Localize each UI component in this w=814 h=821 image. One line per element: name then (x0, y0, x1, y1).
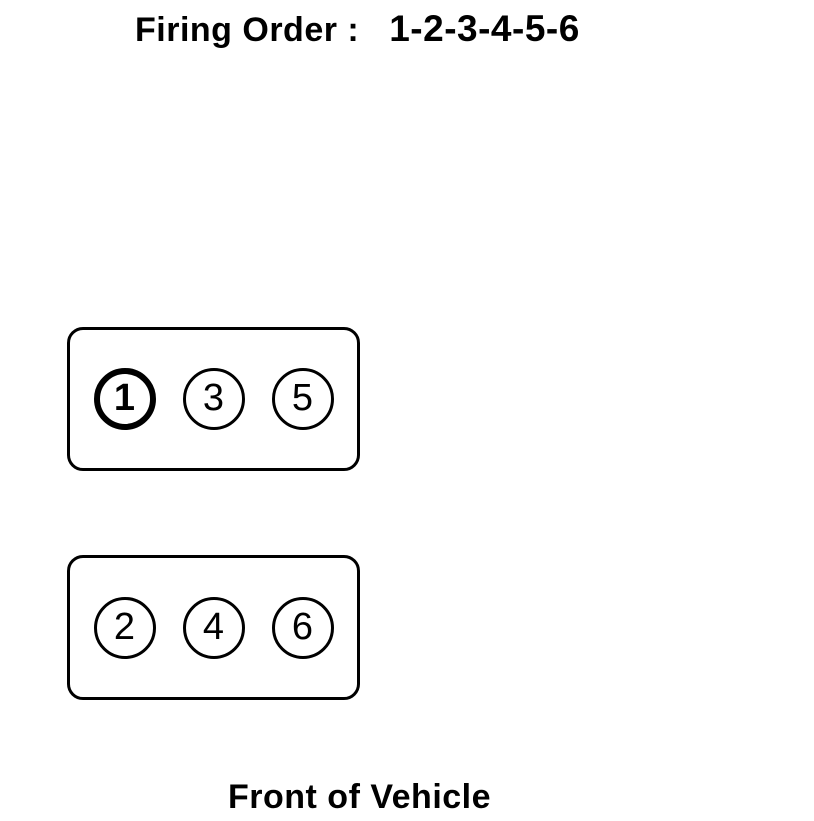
cylinder-1: 1 (93, 368, 156, 430)
cylinder-bank-odd: 1 3 5 (67, 327, 360, 471)
cylinder-bank-even: 2 4 6 (67, 555, 360, 700)
cylinder-4: 4 (182, 596, 245, 659)
cylinder-2-number: 2 (113, 605, 136, 648)
page-title: Firing Order : 1-2-3-4-5-6 (135, 8, 580, 50)
front-of-vehicle-label: Front of Vehicle (228, 778, 492, 816)
cylinder-3-number: 3 (202, 377, 225, 419)
cylinder-1-number: 1 (113, 377, 136, 419)
cylinder-5-number: 5 (291, 377, 314, 419)
firing-order-value: 1-2-3-4-5-6 (389, 8, 580, 49)
cylinder-4-number: 4 (202, 605, 225, 648)
cylinder-3: 3 (182, 368, 245, 430)
cylinder-2: 2 (93, 596, 156, 659)
cylinder-5: 5 (271, 368, 334, 430)
cylinder-6: 6 (271, 596, 334, 659)
cylinder-6-number: 6 (291, 605, 314, 648)
firing-order-label: Firing Order : (135, 11, 360, 49)
